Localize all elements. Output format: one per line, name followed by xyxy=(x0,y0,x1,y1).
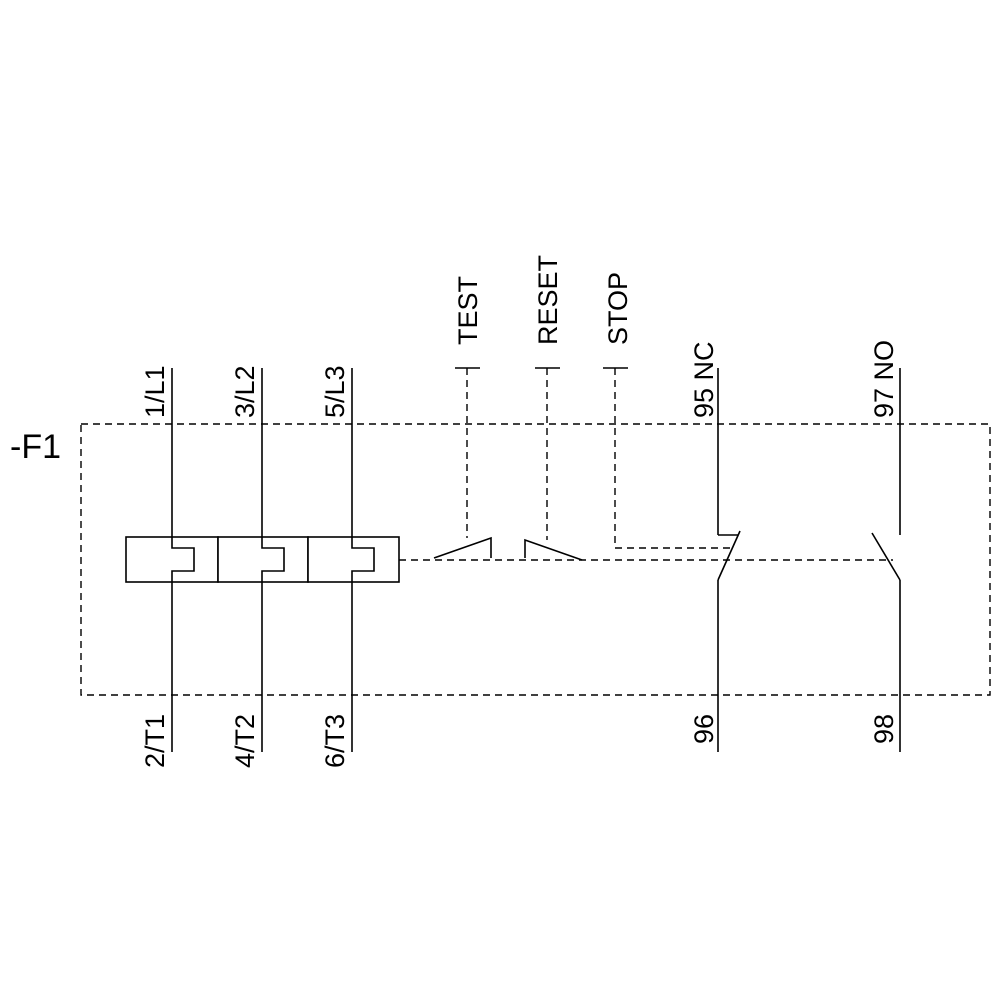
nc-aux-contact-symbol xyxy=(717,368,741,752)
terminal-label-3-l2: 3/L2 xyxy=(230,365,260,418)
no-aux-contact-symbol xyxy=(871,368,901,752)
test-pushbutton-symbol xyxy=(433,367,492,559)
terminal-label-5-l3: 5/L3 xyxy=(320,365,350,418)
reference-designator: -F1 xyxy=(10,428,61,466)
thermal-element-l3 xyxy=(307,536,400,583)
stop-pushbutton-symbol xyxy=(603,367,733,549)
nc-contact-bottom-label: 96 xyxy=(689,714,719,744)
terminal-label-2-t1: 2/T1 xyxy=(140,714,170,768)
no-contact-bottom-label: 98 xyxy=(869,714,899,744)
terminal-label-1-l1: 1/L1 xyxy=(140,365,170,418)
reset-button-label: RESET xyxy=(533,255,563,345)
stop-button-label: STOP xyxy=(603,272,633,345)
thermal-element-l2 xyxy=(217,536,309,583)
terminal-label-4-t2: 4/T2 xyxy=(230,714,260,768)
reset-pushbutton-symbol xyxy=(524,367,583,561)
device-enclosure xyxy=(80,423,991,696)
thermal-element-l1 xyxy=(125,536,219,583)
test-button-label: TEST xyxy=(453,276,483,345)
no-contact-top-label: 97 NO xyxy=(869,340,899,418)
terminal-label-6-t3: 6/T3 xyxy=(320,714,350,768)
nc-contact-top-label: 95 NC xyxy=(689,341,719,418)
